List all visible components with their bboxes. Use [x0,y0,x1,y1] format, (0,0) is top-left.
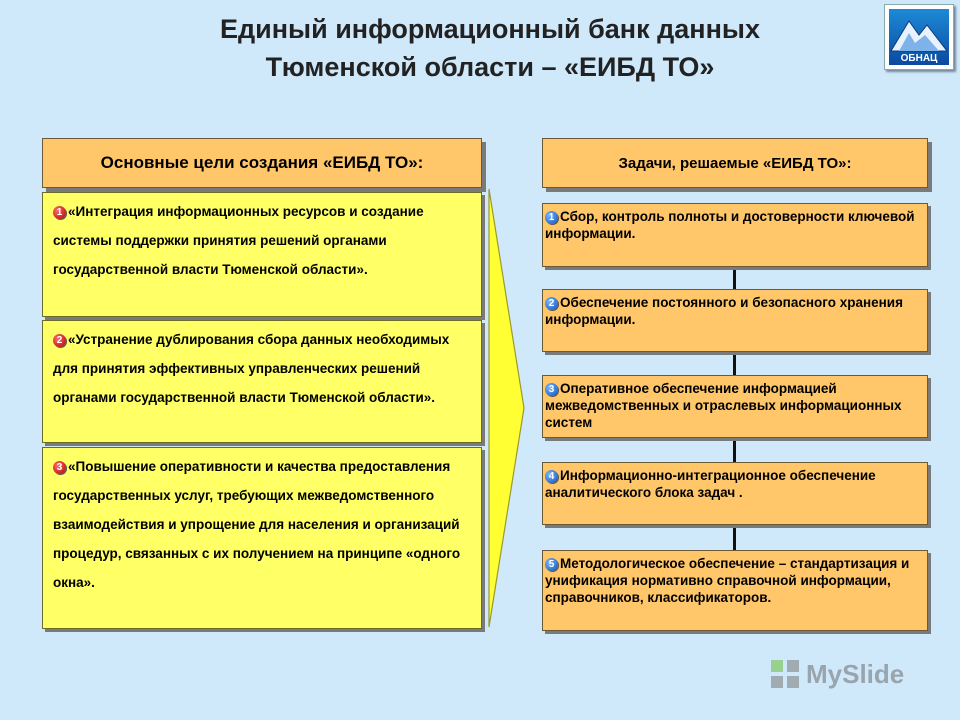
goal-item-3: 3«Повышение оперативности и качества пре… [42,447,482,629]
watermark-text: MySlide [806,658,905,689]
task-connector [733,352,736,375]
task-text: Сбор, контроль полноты и достоверности к… [545,209,915,241]
number-badge-icon: 3 [545,383,558,396]
task-connector [733,525,736,550]
number-badge-icon: 3 [53,461,66,474]
goal-item-2: 2«Устранение дублирования сбора данных н… [42,320,482,443]
number-badge-icon: 1 [545,211,558,224]
number-badge-icon: 1 [53,206,66,219]
goals-header: Основные цели создания «ЕИБД ТО»: [42,138,482,188]
number-badge-icon: 4 [545,470,558,483]
task-connector [733,438,736,462]
watermark: MySlide [768,656,938,692]
goals-header-label: Основные цели создания «ЕИБД ТО»: [100,153,424,172]
goal-text: «Интеграция информационных ресурсов и со… [53,204,424,277]
number-badge-icon: 2 [53,334,66,347]
task-text: Оперативное обеспечение информацией межв… [545,381,902,430]
number-badge-icon: 5 [545,558,558,571]
tasks-header-label: Задачи, решаемые «ЕИБД ТО»: [618,154,852,172]
mountain-logo-icon: ОБНАЦ [884,4,954,70]
task-text: Информационно-интеграционное обеспечение… [545,468,876,500]
tasks-header: Задачи, решаемые «ЕИБД ТО»: [542,138,928,188]
goal-text: «Устранение дублирования сбора данных не… [53,332,450,405]
goal-item-1: 1«Интеграция информационных ресурсов и с… [42,192,482,317]
myslide-logo-icon [771,660,799,688]
slide-title-line2: Тюменской области – «ЕИБД ТО» [265,52,715,82]
task-text: Обеспечение постоянного и безопасного хр… [545,295,903,327]
slide-title-line1: Единый информационный банк данных [220,14,760,44]
arrow-right-icon [488,188,528,633]
task-connector [733,267,736,289]
goal-text: «Повышение оперативности и качества пред… [53,459,461,590]
slide-title: Единый информационный банк данных Тюменс… [110,10,870,86]
task-text: Методологическое обеспечение – стандарти… [545,556,910,605]
number-badge-icon: 2 [545,297,558,310]
logo-text: ОБНАЦ [901,53,938,64]
